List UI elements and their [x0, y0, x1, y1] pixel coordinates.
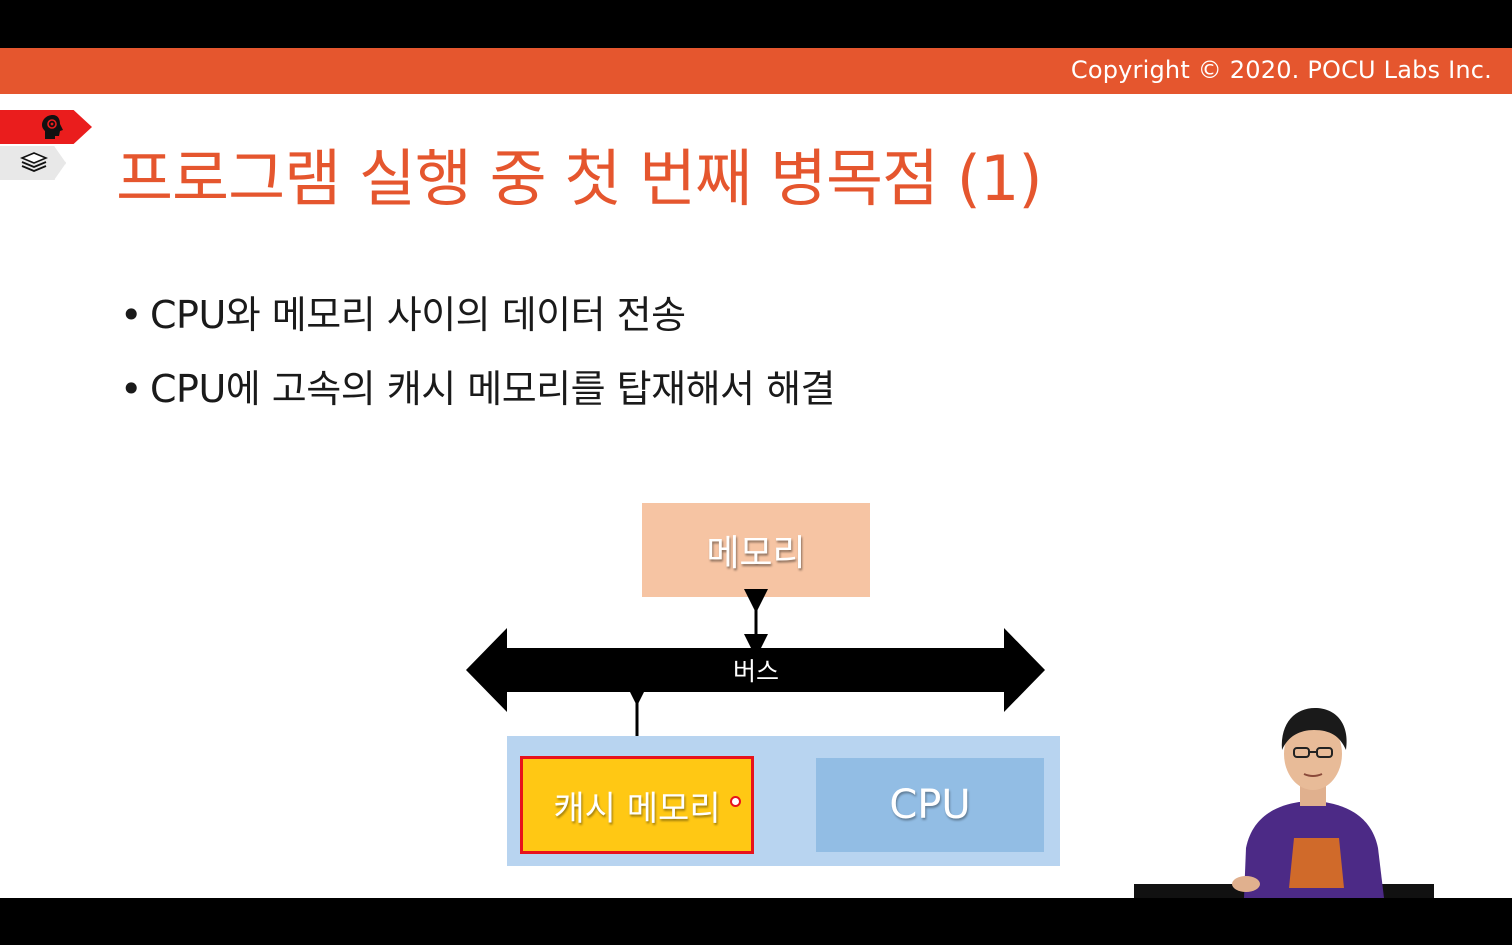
stacked-layers-icon: [19, 150, 49, 180]
bullet-dot: •: [120, 367, 142, 411]
bullet-list: •CPU와 메모리 사이의 데이터 전송 •CPU에 고속의 캐시 메모리를 탑…: [120, 290, 836, 438]
memory-box: 메모리: [642, 503, 870, 597]
bullet-text: CPU와 메모리 사이의 데이터 전송: [150, 293, 686, 337]
cpu-label: CPU: [889, 782, 971, 828]
side-tag-layers: [0, 146, 66, 180]
presenter-video: [1134, 708, 1434, 898]
bullet-dot: •: [120, 293, 142, 337]
memory-label: 메모리: [706, 533, 806, 574]
cpu-box: CPU: [816, 758, 1044, 852]
slide-title: 프로그램 실행 중 첫 번째 병목점 (1): [116, 142, 1043, 215]
slide: Copyright © 2020. POCU Labs Inc. 프로그램 실행…: [0, 48, 1512, 898]
bus-label: 버스: [732, 657, 779, 686]
laser-pointer-dot: [730, 796, 741, 807]
brain-head-icon: [38, 112, 68, 144]
bullet-item: •CPU에 고속의 캐시 메모리를 탑재해서 해결: [120, 364, 836, 438]
bullet-text: CPU에 고속의 캐시 메모리를 탑재해서 해결: [150, 367, 836, 411]
copyright-text: Copyright © 2020. POCU Labs Inc.: [1070, 56, 1492, 84]
bullet-item: •CPU와 메모리 사이의 데이터 전송: [120, 290, 835, 364]
cache-memory-box: 캐시 메모리: [520, 756, 754, 854]
cache-memory-label: 캐시 메모리: [553, 788, 721, 829]
header-bar: Copyright © 2020. POCU Labs Inc.: [0, 48, 1512, 94]
side-tag-brain: [0, 110, 92, 144]
bus-arrow: [466, 628, 1045, 712]
